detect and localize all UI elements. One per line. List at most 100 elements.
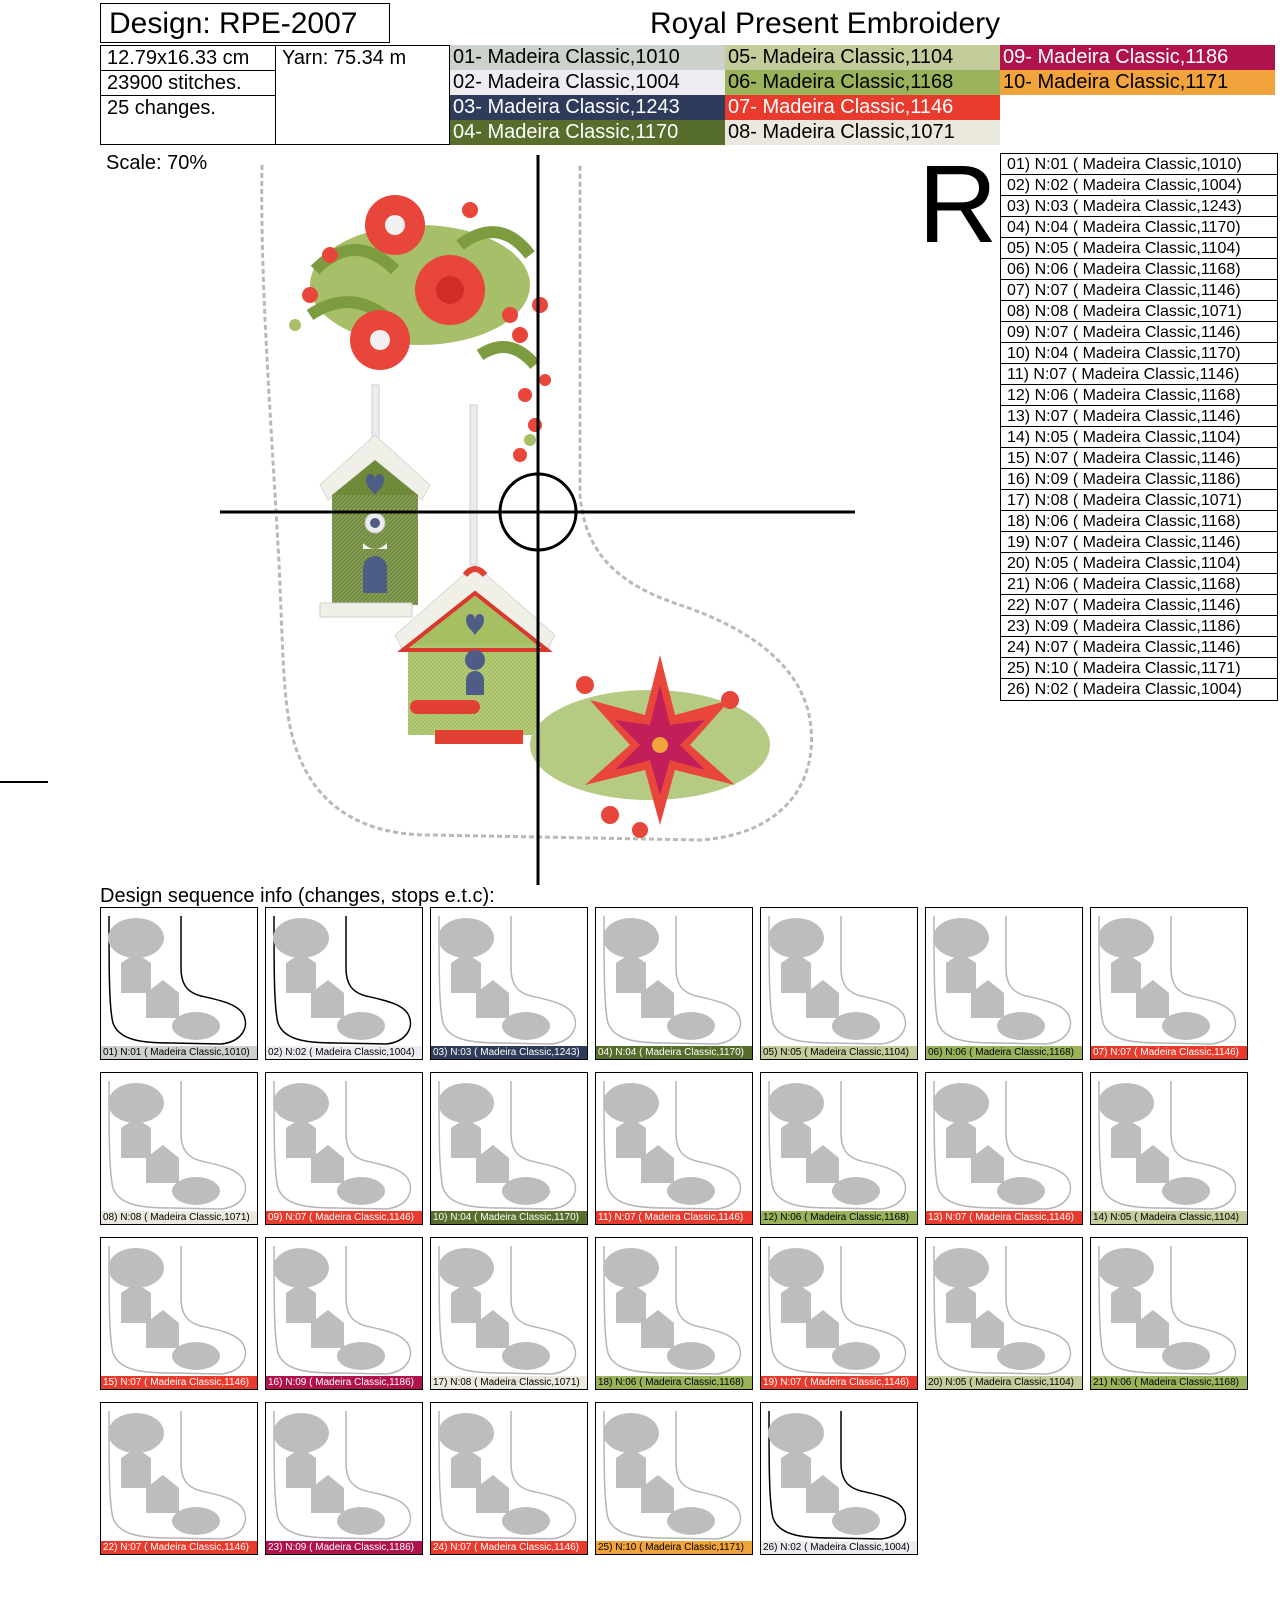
thumbnail-caption: 23) N:09 ( Madeira Classic,1186) [266, 1541, 422, 1554]
thumbnail-caption: 05) N:05 ( Madeira Classic,1104) [761, 1046, 917, 1059]
thumbnail-preview [933, 915, 1072, 1045]
thumbnail-preview [108, 1245, 247, 1375]
palette-swatch: 04- Madeira Classic,1170 [450, 120, 725, 145]
palette-swatch: 03- Madeira Classic,1243 [450, 95, 725, 120]
sequence-thumbnail: 01) N:01 ( Madeira Classic,1010) [100, 907, 258, 1060]
sequence-row: 21) N:06 ( Madeira Classic,1168) [1001, 574, 1277, 595]
sequence-row: 07) N:07 ( Madeira Classic,1146) [1001, 280, 1277, 301]
sequence-row: 24) N:07 ( Madeira Classic,1146) [1001, 637, 1277, 658]
sequence-thumbnail: 14) N:05 ( Madeira Classic,1104) [1090, 1072, 1248, 1225]
thumbnail-preview [768, 1410, 907, 1540]
sequence-row: 15) N:07 ( Madeira Classic,1146) [1001, 448, 1277, 469]
palette-swatch: 07- Madeira Classic,1146 [725, 95, 1000, 120]
sequence-row: 18) N:06 ( Madeira Classic,1168) [1001, 511, 1277, 532]
palette-swatch: 01- Madeira Classic,1010 [450, 45, 725, 70]
thumbnail-caption: 18) N:06 ( Madeira Classic,1168) [596, 1376, 752, 1389]
thumbnail-preview [108, 1080, 247, 1210]
thumbnail-preview [768, 1245, 907, 1375]
sequence-row: 08) N:08 ( Madeira Classic,1071) [1001, 301, 1277, 322]
thumbnail-preview [1098, 1080, 1237, 1210]
sequence-row: 04) N:04 ( Madeira Classic,1170) [1001, 217, 1277, 238]
sequence-row: 14) N:05 ( Madeira Classic,1104) [1001, 427, 1277, 448]
floral-cluster-top [289, 195, 551, 462]
thumbnail-caption: 03) N:03 ( Madeira Classic,1243) [431, 1046, 587, 1059]
sequence-row: 23) N:09 ( Madeira Classic,1186) [1001, 616, 1277, 637]
thumbnail-caption: 15) N:07 ( Madeira Classic,1146) [101, 1376, 257, 1389]
sequence-row: 25) N:10 ( Madeira Classic,1171) [1001, 658, 1277, 679]
sequence-thumbnail: 22) N:07 ( Madeira Classic,1146) [100, 1402, 258, 1555]
thumbnail-preview [603, 915, 742, 1045]
palette-swatch: 05- Madeira Classic,1104 [725, 45, 1000, 70]
sequence-thumbnail: 06) N:06 ( Madeira Classic,1168) [925, 907, 1083, 1060]
thumbnail-caption: 04) N:04 ( Madeira Classic,1170) [596, 1046, 752, 1059]
thumbnail-preview [273, 1410, 412, 1540]
sequence-row: 02) N:02 ( Madeira Classic,1004) [1001, 175, 1277, 196]
thumbnail-caption: 26) N:02 ( Madeira Classic,1004) [761, 1541, 917, 1554]
thumbnail-caption: 19) N:07 ( Madeira Classic,1146) [761, 1376, 917, 1389]
thumbnail-preview [438, 1410, 577, 1540]
sequence-thumbnail: 13) N:07 ( Madeira Classic,1146) [925, 1072, 1083, 1225]
birdhouse-right [394, 564, 556, 744]
thumbnail-preview [438, 1245, 577, 1375]
thumbnail-caption: 20) N:05 ( Madeira Classic,1104) [926, 1376, 1082, 1389]
embroidery-preview [220, 155, 855, 885]
design-info-box: 12.79x16.33 cm Yarn: 75.34 m 23900 stitc… [100, 45, 450, 145]
sequence-thumbnail: 05) N:05 ( Madeira Classic,1104) [760, 907, 918, 1060]
sequence-row: 11) N:07 ( Madeira Classic,1146) [1001, 364, 1277, 385]
sequence-thumbnail: 04) N:04 ( Madeira Classic,1170) [595, 907, 753, 1060]
thumbnail-preview [933, 1245, 1072, 1375]
sequence-thumbnail: 03) N:03 ( Madeira Classic,1243) [430, 907, 588, 1060]
brand-title: Royal Present Embroidery [650, 7, 1001, 40]
sequence-thumbnail: 16) N:09 ( Madeira Classic,1186) [265, 1237, 423, 1390]
sequence-row: 19) N:07 ( Madeira Classic,1146) [1001, 532, 1277, 553]
birdhouse-left [319, 434, 431, 618]
sequence-thumbnail: 21) N:06 ( Madeira Classic,1168) [1090, 1237, 1248, 1390]
sequence-thumbnail: 23) N:09 ( Madeira Classic,1186) [265, 1402, 423, 1555]
thumbnail-caption: 25) N:10 ( Madeira Classic,1171) [596, 1541, 752, 1554]
color-sequence-list: 01) N:01 ( Madeira Classic,1010) 02) N:0… [1000, 153, 1278, 701]
thumbnail-caption: 09) N:07 ( Madeira Classic,1146) [266, 1211, 422, 1224]
thumbnail-caption: 21) N:06 ( Madeira Classic,1168) [1091, 1376, 1247, 1389]
thumbnail-caption: 02) N:02 ( Madeira Classic,1004) [266, 1046, 422, 1059]
sequence-row: 05) N:05 ( Madeira Classic,1104) [1001, 238, 1277, 259]
thumbnail-caption: 10) N:04 ( Madeira Classic,1170) [431, 1211, 587, 1224]
thumbnail-preview [768, 1080, 907, 1210]
rotation-mark: R [918, 143, 998, 266]
margin-tick [0, 781, 48, 783]
thumbnail-preview [438, 915, 577, 1045]
thumbnail-preview [273, 915, 412, 1045]
sequence-row: 01) N:01 ( Madeira Classic,1010) [1001, 154, 1277, 175]
sequence-row: 16) N:09 ( Madeira Classic,1186) [1001, 469, 1277, 490]
sequence-row: 12) N:06 ( Madeira Classic,1168) [1001, 385, 1277, 406]
thumbnail-preview [603, 1080, 742, 1210]
sequence-thumbnail: 20) N:05 ( Madeira Classic,1104) [925, 1237, 1083, 1390]
thumbnail-preview [933, 1080, 1072, 1210]
palette-swatch: 02- Madeira Classic,1004 [450, 70, 725, 95]
thread-palette: 01- Madeira Classic,1010 02- Madeira Cla… [450, 45, 1280, 145]
thumbnail-caption: 12) N:06 ( Madeira Classic,1168) [761, 1211, 917, 1224]
sequence-thumbnail: 17) N:08 ( Madeira Classic,1071) [430, 1237, 588, 1390]
thumbnail-caption: 11) N:07 ( Madeira Classic,1146) [596, 1211, 752, 1224]
sequence-row: 20) N:05 ( Madeira Classic,1104) [1001, 553, 1277, 574]
sequence-row: 13) N:07 ( Madeira Classic,1146) [1001, 406, 1277, 427]
sequence-thumbnail: 12) N:06 ( Madeira Classic,1168) [760, 1072, 918, 1225]
sequence-thumbnail: 19) N:07 ( Madeira Classic,1146) [760, 1237, 918, 1390]
thumbnail-caption: 07) N:07 ( Madeira Classic,1146) [1091, 1046, 1247, 1059]
sequence-row: 10) N:04 ( Madeira Classic,1170) [1001, 343, 1277, 364]
design-size: 12.79x16.33 cm [101, 46, 276, 71]
thumbnail-caption: 13) N:07 ( Madeira Classic,1146) [926, 1211, 1082, 1224]
thumbnail-preview [603, 1410, 742, 1540]
thumbnail-caption: 06) N:06 ( Madeira Classic,1168) [926, 1046, 1082, 1059]
sequence-thumbnail: 24) N:07 ( Madeira Classic,1146) [430, 1402, 588, 1555]
thumbnail-caption: 01) N:01 ( Madeira Classic,1010) [101, 1046, 257, 1059]
thumbnail-preview [108, 1410, 247, 1540]
sequence-row: 03) N:03 ( Madeira Classic,1243) [1001, 196, 1277, 217]
sequence-row: 22) N:07 ( Madeira Classic,1146) [1001, 595, 1277, 616]
sequence-row: 06) N:06 ( Madeira Classic,1168) [1001, 259, 1277, 280]
sequence-row: 26) N:02 ( Madeira Classic,1004) [1007, 681, 1242, 698]
sequence-thumbnail: 11) N:07 ( Madeira Classic,1146) [595, 1072, 753, 1225]
design-id: Design: RPE-2007 [100, 3, 390, 43]
sequence-thumbnail: 18) N:06 ( Madeira Classic,1168) [595, 1237, 753, 1390]
thumbnail-preview [603, 1245, 742, 1375]
sequence-row: 09) N:07 ( Madeira Classic,1146) [1001, 322, 1277, 343]
